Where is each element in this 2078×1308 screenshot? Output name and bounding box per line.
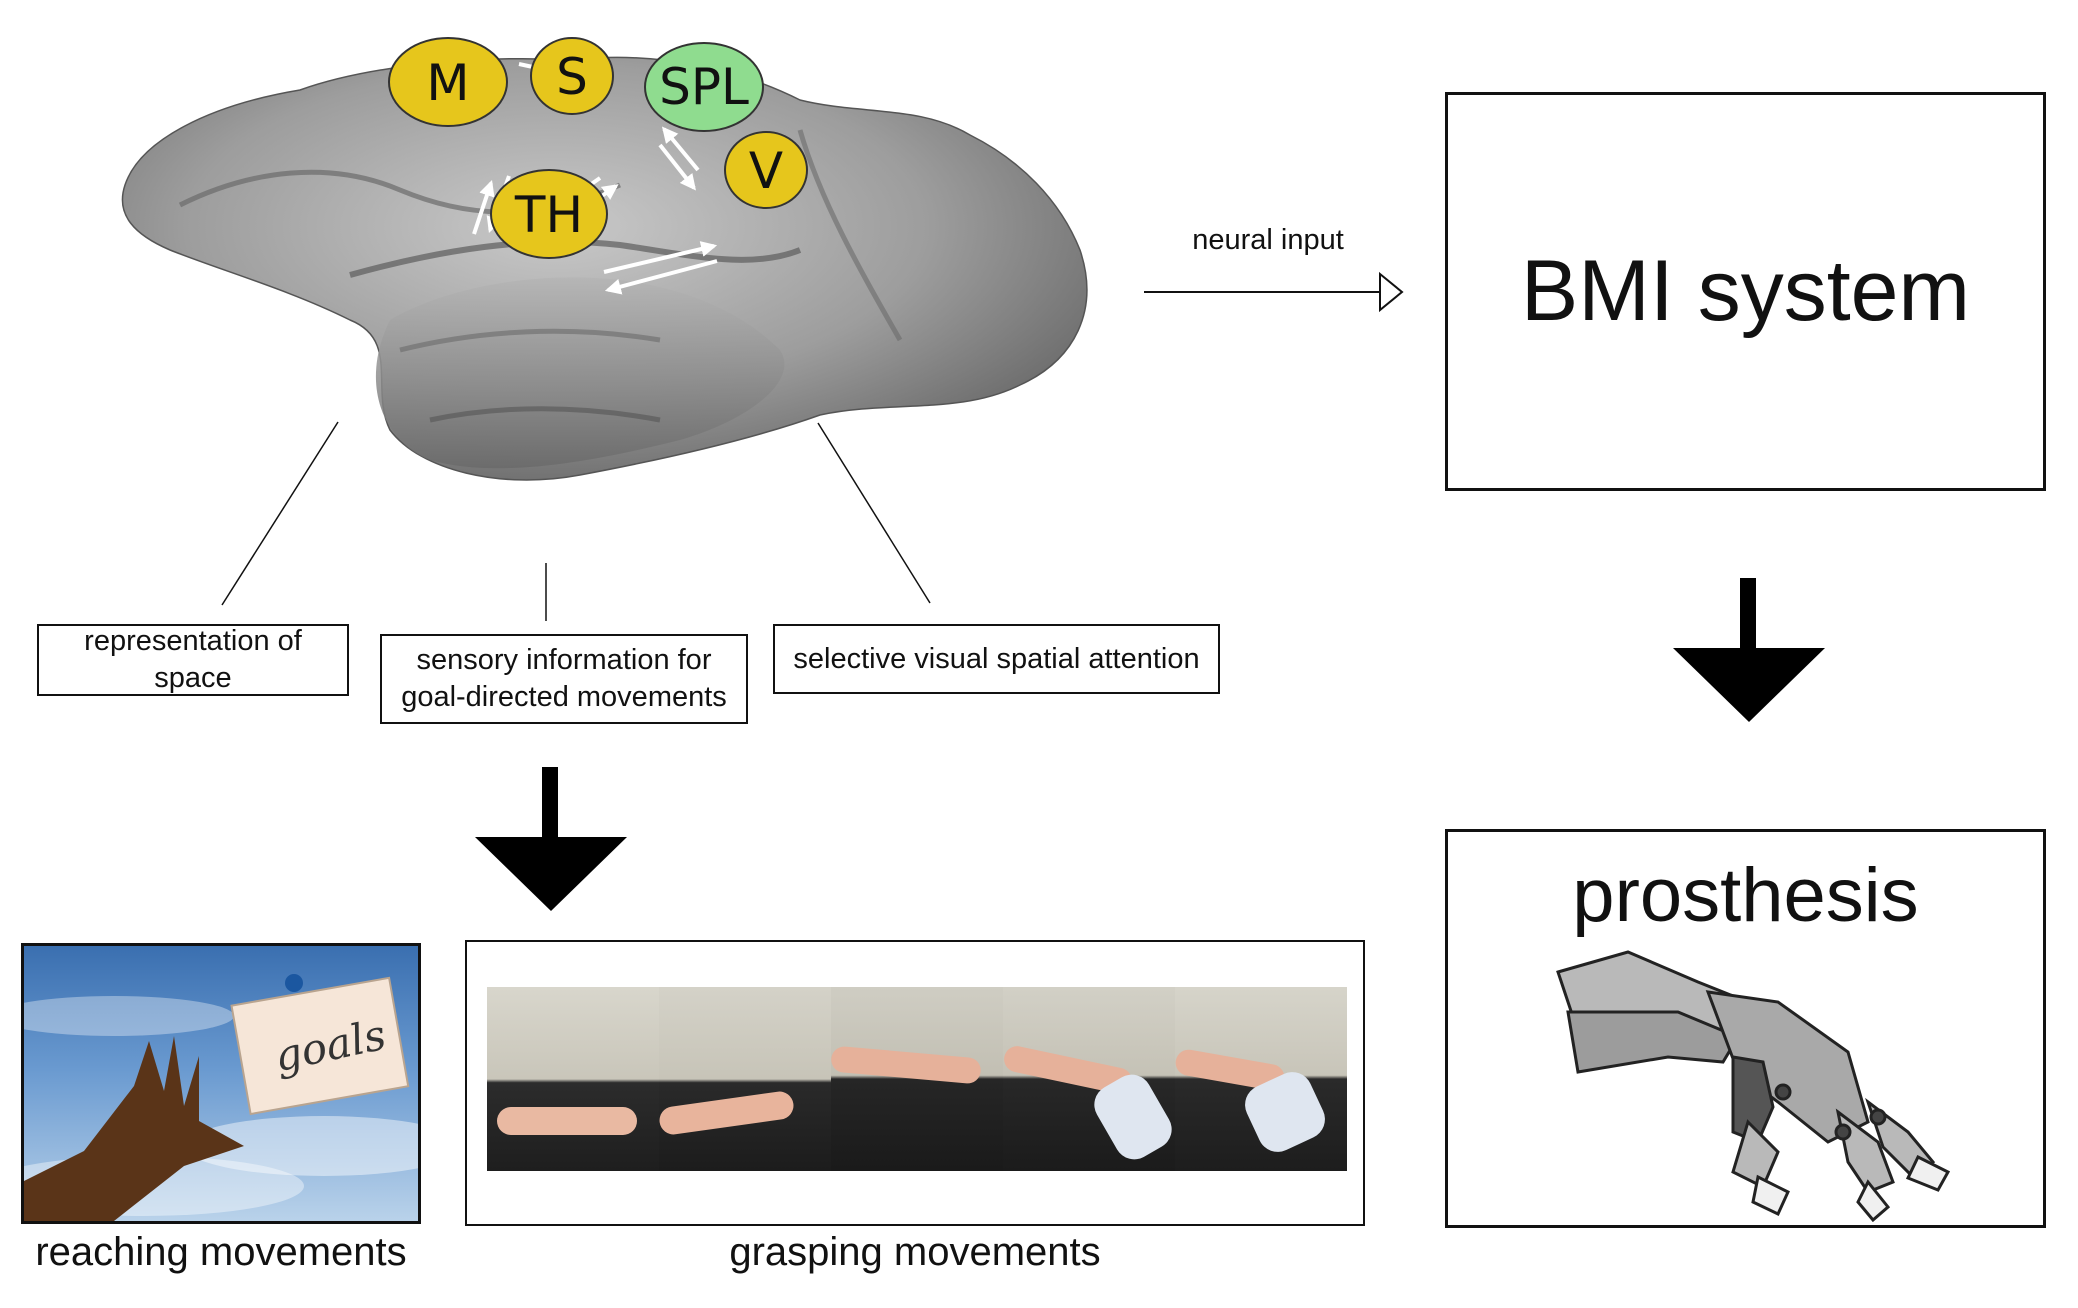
cortex-surface [121, 56, 1088, 481]
bmi-system-box: BMI system [1445, 92, 2046, 491]
prosthesis-box: prosthesis [1445, 829, 2046, 1228]
prosthesis-label: prosthesis [1572, 853, 1919, 938]
brain-diagram: M S SPL V TH [121, 37, 1088, 481]
bmi-system-label: BMI system [1520, 243, 1971, 339]
sensory-information-line1: sensory information for [416, 644, 712, 676]
neural-input-arrow [1144, 271, 1404, 313]
sulcus [429, 406, 661, 423]
grasp-frame-4 [1001, 987, 1179, 1171]
visual-attention-box: selective visual spatial attention [773, 624, 1220, 694]
svg-text:TH: TH [514, 186, 583, 244]
region-S: S [530, 37, 614, 115]
svg-text:SPL: SPL [659, 58, 749, 116]
region-TH: TH [490, 169, 608, 259]
visual-attention-label: selective visual spatial attention [793, 642, 1200, 675]
svg-text:V: V [749, 142, 783, 200]
region-M: M [388, 37, 508, 127]
region-SPL: SPL [644, 42, 764, 132]
neural-input-label: neural input [1192, 224, 1344, 256]
grasping-caption: grasping movements [729, 1230, 1101, 1274]
representation-of-space-box: representation of space [37, 624, 349, 696]
svg-text:S: S [556, 48, 588, 106]
leader-line-attention [817, 422, 931, 604]
sensory-information-line2: goal-directed movements [401, 681, 727, 713]
grasp-frame-2 [657, 987, 831, 1171]
grasp-frame-1 [487, 987, 659, 1171]
down-arrow-bmi [1673, 578, 1825, 722]
grasping-photo-strip [487, 987, 1347, 1171]
sensory-information-box: sensory information for goal-directed mo… [380, 634, 748, 724]
temporal-lobe [375, 277, 785, 469]
reaching-photo: goals [21, 943, 421, 1224]
prosthetic-hand-icon [1556, 950, 1951, 1222]
sulcus [399, 328, 661, 353]
down-arrow-movements [475, 767, 627, 911]
grasp-frame-5 [1173, 987, 1347, 1171]
reaching-scene [24, 974, 418, 1221]
grasping-photo-frame [465, 940, 1365, 1226]
grasp-frame-3 [830, 987, 1003, 1171]
representation-of-space-label: representation of space [84, 625, 302, 694]
region-V: V [724, 131, 808, 209]
reaching-caption: reaching movements [35, 1230, 407, 1274]
svg-text:M: M [426, 54, 469, 112]
sulcus [349, 238, 802, 278]
leader-line-space [221, 421, 339, 606]
sulcus [797, 129, 903, 342]
